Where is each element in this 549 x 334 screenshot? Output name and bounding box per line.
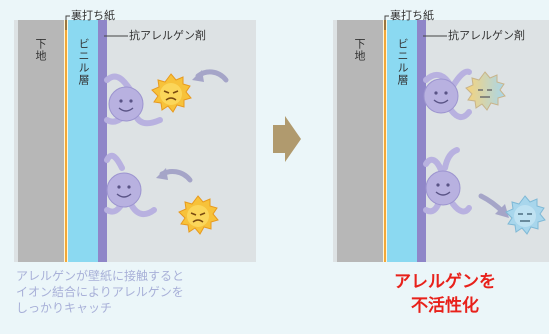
allergen-neutralizing-upper <box>465 71 506 111</box>
right-caption: アレルゲンを 不活性化 <box>330 270 549 318</box>
left-caption-line: しっかりキャッチ <box>16 301 113 315</box>
substrate-layer <box>18 20 64 262</box>
backing-paper-layer <box>384 20 386 262</box>
left-wall-illustration <box>14 15 256 262</box>
substrate-label: 下地 <box>34 38 47 62</box>
allergen-inactive-lower <box>505 195 546 235</box>
substrate-layer <box>337 20 383 262</box>
left-caption-line: アレルゲンが壁紙に接触すると <box>16 269 185 283</box>
antiallergen-layer <box>417 20 426 262</box>
antiallergen-label: 抗アレルゲン剤 <box>448 29 525 42</box>
vinyl-layer <box>68 20 98 262</box>
antiallergen-character-upper <box>423 68 472 120</box>
antiallergen-label: 抗アレルゲン剤 <box>129 29 206 42</box>
allergen-active-lower <box>178 195 219 235</box>
antiallergen-layer <box>98 20 107 262</box>
right-caption-line: アレルゲンを <box>394 272 496 292</box>
antiallergen-character-lower <box>104 152 157 218</box>
backing-paper-layer <box>65 20 67 262</box>
vinyl-layer-label: ビニル層 <box>396 38 409 86</box>
backing-paper-leader <box>384 15 389 30</box>
antiallergen-character-upper <box>104 73 163 127</box>
antiallergen-character-lower <box>423 147 472 215</box>
transition-arrow-icon <box>273 116 301 162</box>
right-caption-line: 不活性化 <box>411 296 479 316</box>
right-wall-diagram: 裏打ち紙 抗アレルゲン剤 下地 ビニル層 <box>333 0 549 262</box>
backing-paper-label: 裏打ち紙 <box>71 9 115 22</box>
right-wall-illustration <box>333 15 549 262</box>
vinyl-layer <box>387 20 417 262</box>
backing-paper-label: 裏打ち紙 <box>390 9 434 22</box>
backing-paper-leader <box>65 15 70 30</box>
left-caption: アレルゲンが壁紙に接触すると イオン結合によりアレルゲンを しっかりキャッチ <box>16 268 256 316</box>
vinyl-layer-label: ビニル層 <box>77 38 90 86</box>
release-arrowhead <box>495 204 509 218</box>
left-wall-diagram: 裏打ち紙 抗アレルゲン剤 下地 ビニル層 <box>14 0 256 262</box>
allergen-active-upper <box>151 73 192 113</box>
attraction-arrowhead-lower <box>156 168 168 180</box>
substrate-label: 下地 <box>353 38 366 62</box>
attraction-arrowhead-upper <box>192 70 204 82</box>
left-caption-line: イオン結合によりアレルゲンを <box>16 285 184 299</box>
